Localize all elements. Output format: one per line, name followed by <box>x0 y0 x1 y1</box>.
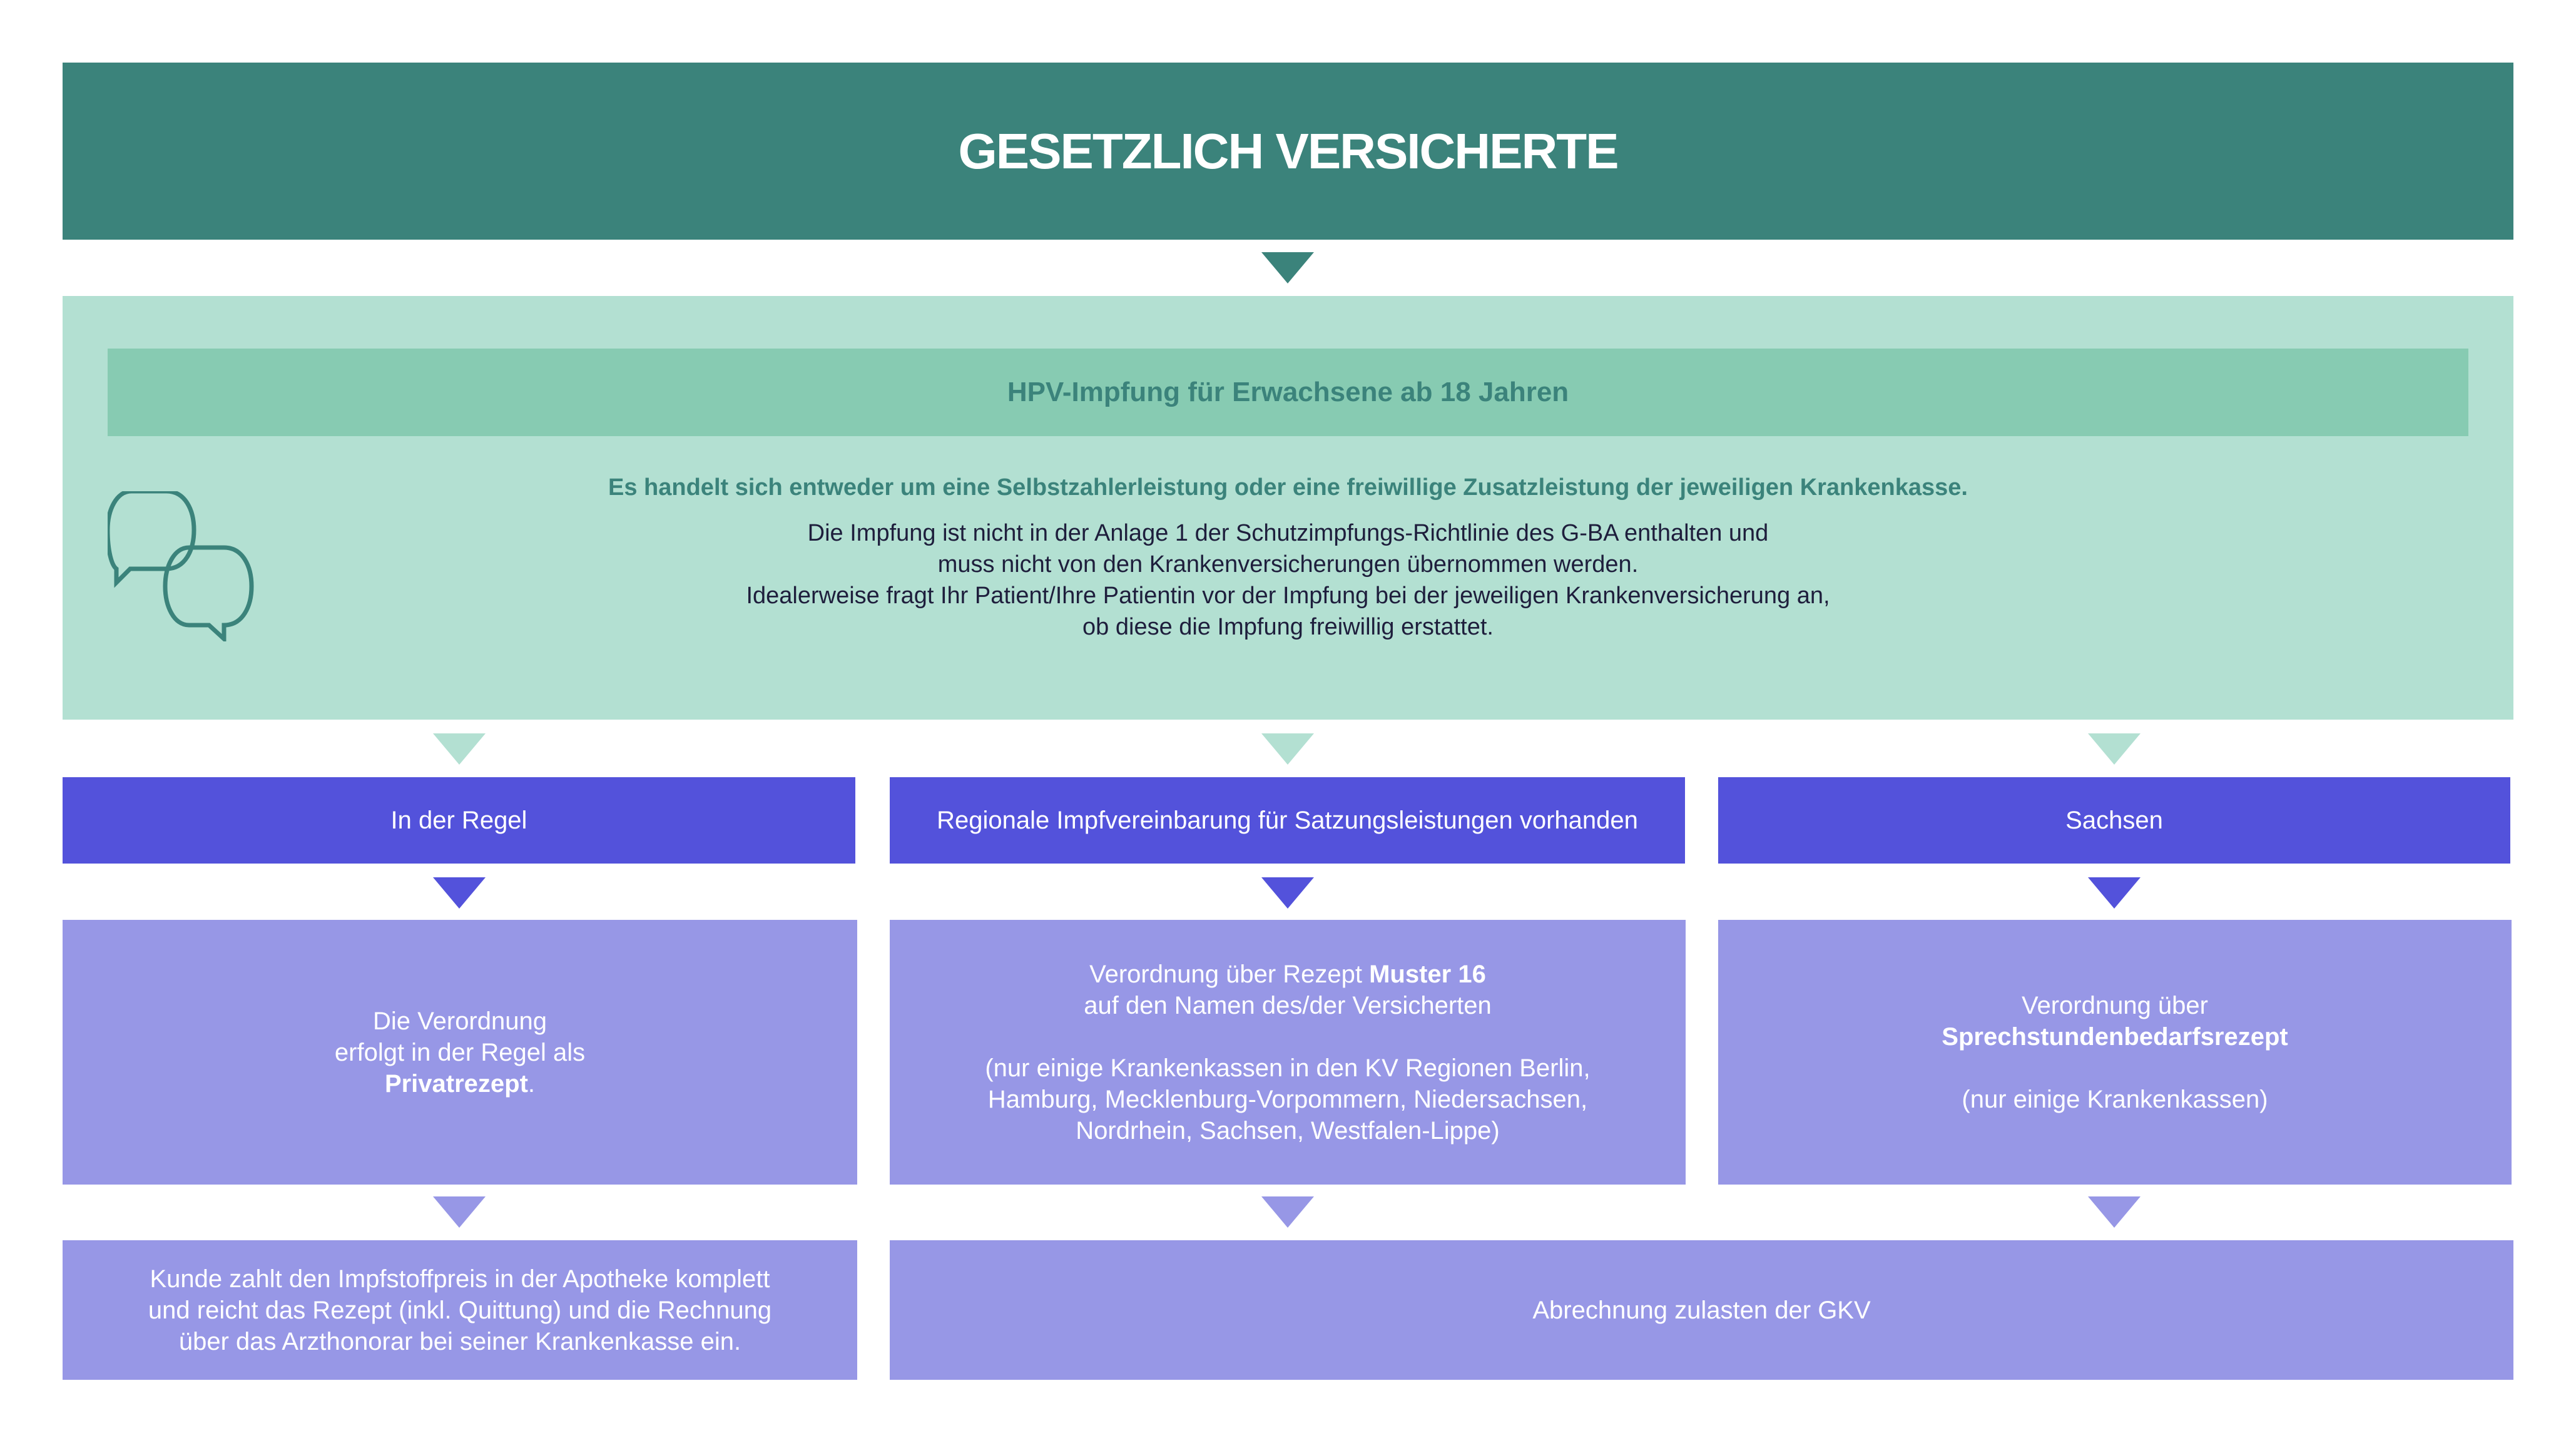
punctuation: . <box>527 1069 536 1098</box>
outcome-box-gkv: Abrechnung zulasten der GKV <box>890 1240 2513 1380</box>
column-header-label: In der Regel <box>390 806 527 834</box>
info-body-line: Die Impfung ist nicht in der Anlage 1 de… <box>807 520 1769 546</box>
outcome-text: über das Arzthonorar bei seiner Krankenk… <box>178 1327 741 1355</box>
prescription-text: Privatrezept. <box>385 1068 535 1099</box>
arrow-down-icon <box>433 733 486 765</box>
prescription-note: (nur einige Krankenkassen in den KV Regi… <box>985 1054 1591 1082</box>
column-header-label: Sachsen <box>2065 806 2163 834</box>
arrow-down-icon <box>2088 877 2141 909</box>
prescription-prefix: Verordnung über Rezept <box>1089 960 1370 988</box>
prescription-box-muster16: Verordnung über Rezept Muster 16 auf den… <box>890 920 1686 1185</box>
arrow-down-icon <box>2088 1196 2141 1228</box>
prescription-text: Die Verordnung <box>373 1007 547 1035</box>
outcome-text: Kunde zahlt den Impfstoffpreis in der Ap… <box>150 1265 770 1293</box>
column-header-regular: In der Regel <box>63 777 855 864</box>
info-text: Es handelt sich entweder um eine Selbstz… <box>250 474 2326 643</box>
prescription-note: (nur einige Krankenkassen) <box>1962 1085 2268 1113</box>
header-title: GESETZLICH VERSICHERTE <box>958 123 1619 179</box>
prescription-note: Hamburg, Mecklenburg-Vorpommern, Nieders… <box>987 1085 1588 1113</box>
prescription-text: auf den Namen des/der Versicherten <box>1084 991 1492 1019</box>
arrow-down-icon <box>433 877 486 909</box>
info-body-line: muss nicht von den Krankenversicherungen… <box>937 551 1639 578</box>
prescription-type: Sprechstundenbedarfsrezept <box>1942 1022 2288 1051</box>
hpv-heading-bar: HPV-Impfung für Erwachsene ab 18 Jahren <box>108 349 2468 436</box>
prescription-text: Verordnung über <box>2021 991 2208 1019</box>
prescription-type: Privatrezept <box>384 1069 528 1098</box>
info-lead: Es handelt sich entweder um eine Selbstz… <box>608 474 1968 501</box>
arrow-down-icon <box>433 1196 486 1228</box>
main-header: GESETZLICH VERSICHERTE <box>63 63 2513 240</box>
info-body-line: Idealerweise fragt Ihr Patient/Ihre Pati… <box>746 583 1830 609</box>
info-body-line: ob diese die Impfung freiwillig erstatte… <box>1082 614 1494 640</box>
prescription-type: Muster 16 <box>1369 960 1486 988</box>
prescription-note: Nordrhein, Sachsen, Westfalen-Lippe) <box>1076 1116 1500 1145</box>
prescription-box-sprechstundenbedarf: Verordnung über Sprechstundenbedarfsreze… <box>1718 920 2512 1185</box>
arrow-down-icon <box>1261 1196 1314 1228</box>
arrow-down-icon <box>1261 877 1314 909</box>
hpv-heading: HPV-Impfung für Erwachsene ab 18 Jahren <box>1007 377 1569 407</box>
speech-bubbles-icon <box>105 489 258 644</box>
outcome-text: und reicht das Rezept (inkl. Quittung) u… <box>148 1296 772 1324</box>
arrow-down-icon <box>2088 733 2141 765</box>
arrow-down-icon <box>1261 252 1314 283</box>
prescription-text: erfolgt in der Regel als <box>334 1038 586 1066</box>
outcome-text: Abrechnung zulasten der GKV <box>1532 1296 1871 1324</box>
column-header-regional: Regionale Impfvereinbarung für Satzungsl… <box>890 777 1685 864</box>
prescription-box-private: Die Verordnung erfolgt in der Regel als … <box>63 920 857 1185</box>
column-header-label: Regionale Impfvereinbarung für Satzungsl… <box>937 806 1638 834</box>
outcome-box-self-pay: Kunde zahlt den Impfstoffpreis in der Ap… <box>63 1240 857 1380</box>
arrow-down-icon <box>1261 733 1314 765</box>
prescription-text: Verordnung über Rezept Muster 16 <box>1089 959 1486 990</box>
info-panel: HPV-Impfung für Erwachsene ab 18 Jahren … <box>63 296 2513 720</box>
column-header-sachsen: Sachsen <box>1718 777 2510 864</box>
info-body: Die Impfung ist nicht in der Anlage 1 de… <box>746 518 1830 643</box>
